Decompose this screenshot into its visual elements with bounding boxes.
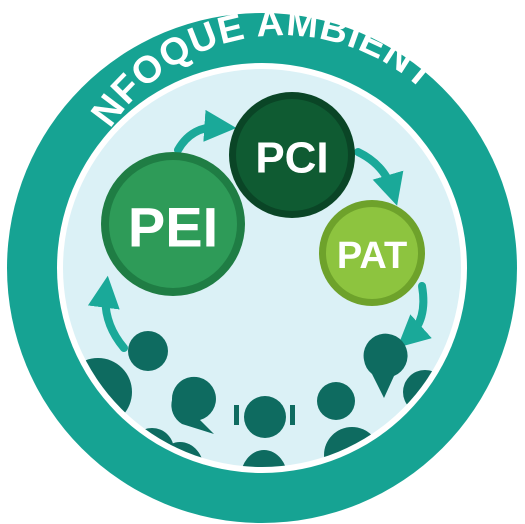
cycle-arrow-icon	[87, 275, 128, 352]
speech-bubble-icon	[171, 376, 216, 434]
cycle-arrow-icon	[174, 109, 237, 154]
cycle-arrow-icon	[354, 148, 404, 206]
node-pei: PEI	[101, 152, 245, 296]
cycle-arrow-icon	[397, 282, 432, 348]
node-pci-label: PCI	[255, 134, 328, 183]
node-pat-label: PAT	[337, 235, 407, 277]
node-pei-label: PEI	[128, 196, 218, 259]
presenter-icon	[234, 396, 295, 467]
cycle-arrows	[87, 109, 432, 352]
speech-bubble-icon	[363, 333, 408, 398]
node-pat: PAT	[319, 200, 425, 306]
node-pci: PCI	[229, 92, 355, 218]
